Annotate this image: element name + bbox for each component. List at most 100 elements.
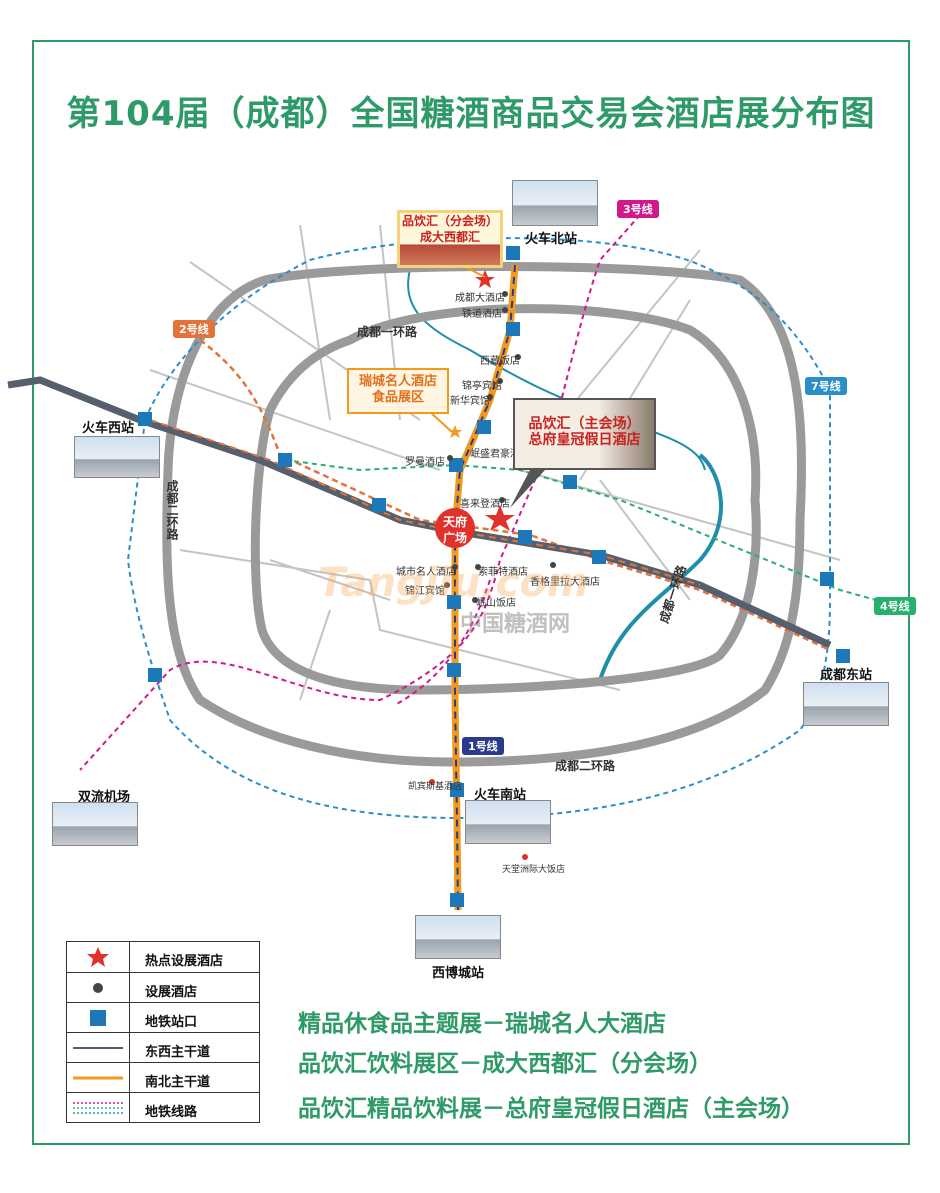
red-star-icon (485, 505, 515, 531)
west-station-photo (74, 436, 160, 478)
hotel-label: 锦亭宾馆 (462, 381, 502, 392)
ring-road-1 (250, 304, 761, 695)
info-line-1: 精品休食品主题展－瑞城名人大酒店 (298, 1011, 666, 1037)
station-east: 成都东站 (820, 668, 873, 683)
road-label-ring1: 成都一环路 (357, 325, 418, 339)
legend-row: 地铁线路 (67, 1092, 259, 1123)
metro-icon (477, 420, 491, 434)
legend-row: 地铁站口 (67, 1002, 259, 1033)
metro-icon (506, 246, 520, 260)
river (598, 453, 723, 681)
station-west: 火车西站 (82, 421, 135, 436)
hotel-label: 凯宾斯基酒店 (408, 782, 463, 792)
station-airport: 双流机场 (78, 790, 131, 805)
hotel-label: 索菲特酒店 (478, 567, 528, 578)
metro-icon (820, 572, 834, 586)
metro-tag-line4: 4号线 (874, 597, 916, 615)
metro-tag-line7: 7号线 (805, 377, 847, 395)
hotel-label: 成都大酒店 (455, 293, 505, 304)
metro-icon (138, 412, 152, 426)
red-star-icon (87, 947, 109, 967)
dot-icon (93, 983, 103, 993)
callout-sub-venue: 品饮汇（分会场） 成大西都汇 (397, 210, 503, 268)
road-label-ring2: 成都二环路 (555, 759, 616, 773)
north-station-photo (512, 180, 598, 226)
legend: 热点设展酒店 设展酒店 地铁站口 东西主干道 南北主干道 地铁线路 (66, 941, 260, 1123)
watermark-text: 中国糖酒网 (460, 612, 571, 637)
hotel-label: 城市名人酒店 (396, 567, 456, 578)
metro-tag-line3: 3号线 (617, 200, 659, 218)
callout-food-expo: 瑞城名人酒店 食品展区 (347, 368, 449, 414)
metro-icon (148, 668, 162, 682)
metro-line-2-on-axis (149, 419, 701, 586)
road-label-ring2-west: 成都二环路 (165, 480, 179, 540)
legend-label: 地铁线路 (145, 1105, 198, 1120)
legend-row: 东西主干道 (67, 1032, 259, 1063)
legend-row: 南北主干道 (67, 1062, 259, 1093)
callout-sub-venue-line2: 成大西都汇 (419, 230, 480, 244)
callout-food-expo-line2: 食品展区 (371, 390, 424, 405)
metro-tag-line1: 1号线 (462, 737, 504, 755)
callout-sub-venue-line1: 品饮汇（分会场） (401, 214, 498, 228)
hotel-label: 西藏饭店 (480, 356, 520, 367)
metro-icon (563, 475, 577, 489)
legend-label: 设展酒店 (145, 985, 198, 1000)
callout-main-venue-line1: 品饮汇（主会场） (528, 416, 641, 432)
legend-row: 热点设展酒店 (67, 942, 259, 972)
map-frame (32, 40, 910, 1145)
metro-icon (506, 322, 520, 336)
legend-label: 东西主干道 (145, 1045, 211, 1060)
station-expo: 西博城站 (432, 966, 485, 981)
legend-label: 热点设展酒店 (145, 954, 224, 969)
red-star-icon (475, 270, 495, 288)
tianfu-square-circle (435, 508, 475, 548)
metro-line-1 (454, 264, 516, 911)
station-south: 火车南站 (474, 788, 527, 803)
metro-icon (592, 550, 606, 564)
airport-photo (52, 802, 138, 846)
metro-icon (278, 453, 292, 467)
expo-station-photo (415, 915, 501, 959)
legend-label: 南北主干道 (145, 1075, 211, 1090)
ring-road-2 (162, 262, 806, 767)
metro-icon (447, 663, 461, 677)
metro-icon (447, 595, 461, 609)
legend-row: 设展酒店 (67, 972, 259, 1003)
station-north: 火车北站 (525, 232, 578, 247)
callout-main-venue-line2: 总府皇冠假日酒店 (528, 432, 641, 448)
hotel-label: 喜来登酒店 (460, 499, 510, 510)
metro-icon (450, 783, 464, 797)
metro-tag-line2: 2号线 (173, 320, 215, 338)
metro-icon (518, 530, 532, 544)
hotel-label: 香格里拉大酒店 (530, 577, 600, 588)
callout-pointer (429, 411, 453, 433)
hotel-label: 锦江宾馆 (405, 586, 445, 597)
watermark-logo: Tangjiu.com (318, 560, 589, 606)
callout-food-expo-line1: 瑞城名人酒店 (358, 374, 437, 389)
metro-icon (449, 458, 463, 472)
metro-lines-icon (73, 1102, 123, 1114)
hotel-dots (444, 291, 556, 603)
metro-line-2 (199, 339, 831, 652)
metro-icon (90, 1010, 106, 1026)
hotel-label: 岷山饭店 (476, 598, 516, 609)
hotel-label: 天堂洲际大饭店 (502, 865, 566, 875)
hotel-label: 岷盛君豪酒店 (470, 449, 530, 460)
east-station-photo (803, 682, 889, 726)
hotel-label: 铁道酒店 (462, 309, 502, 320)
info-line-2: 品饮汇饮料展区－成大西都汇（分会场） (298, 1051, 712, 1077)
tianfu-square-label-bottom: 广场 (443, 531, 468, 545)
tianfu-square-label-top: 天府 (443, 515, 468, 529)
metro-line-4 (284, 459, 891, 605)
info-line-3: 品饮汇精品饮料展－总府皇冠假日酒店（主会场） (298, 1096, 804, 1122)
callout-pointer (510, 470, 545, 508)
hotel-label: 罗曼酒店 (405, 457, 445, 468)
orange-star-icon (448, 425, 462, 438)
metro-icon (450, 893, 464, 907)
metro-icon (836, 649, 850, 663)
metro-line-3 (79, 214, 641, 771)
page-title: 第104届（成都）全国糖酒商品交易会酒店展分布图 (66, 94, 876, 134)
metro-icon (372, 498, 386, 512)
legend-label: 地铁站口 (145, 1015, 198, 1030)
callout-main-venue: 品饮汇（主会场） 总府皇冠假日酒店 (513, 398, 656, 470)
